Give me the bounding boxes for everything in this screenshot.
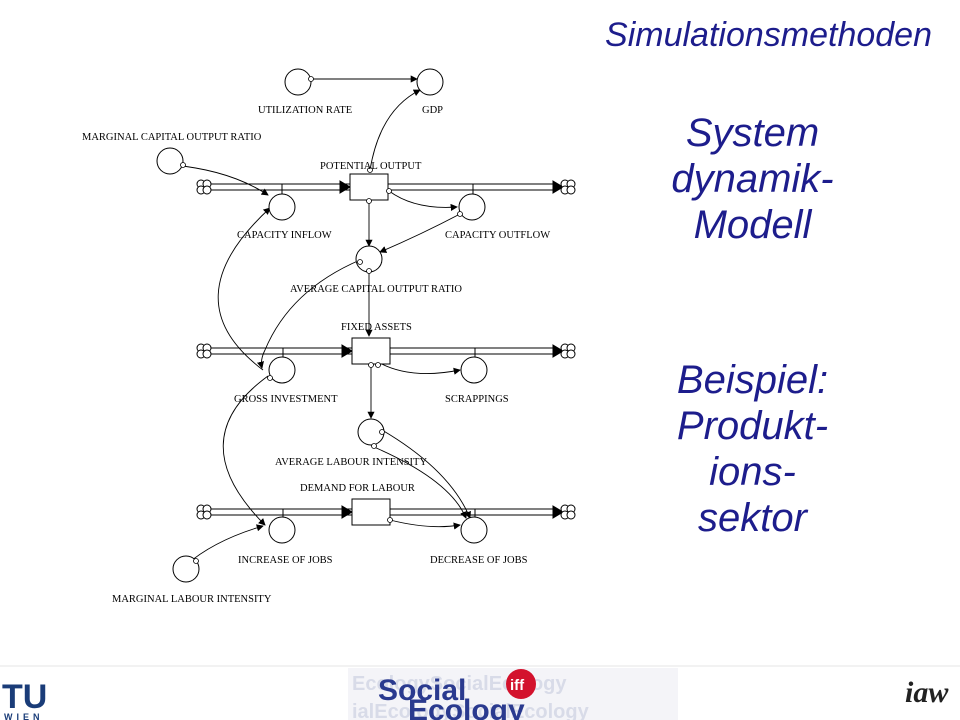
iaw-logo: iaw — [905, 676, 949, 709]
svg-text:ialEcologySocialEcology: ialEcologySocialEcology — [352, 701, 590, 720]
slide-title: Simulationsmethoden — [605, 16, 932, 54]
node-gdp — [416, 68, 444, 96]
example-line: Produkt- — [676, 404, 829, 448]
node-increase-of-jobs — [268, 516, 296, 544]
label-marginal-labour-intensity: MARGINAL LABOUR INTENSITY — [112, 594, 272, 605]
node-utilization-rate — [284, 68, 312, 96]
node-scrappings — [460, 356, 488, 384]
label-scrappings: SCRAPPINGS — [445, 394, 509, 405]
label-increase-of-jobs: INCREASE OF JOBS — [238, 555, 333, 566]
node-capacity-outflow — [458, 193, 486, 221]
tu-wien-logo: TU WIEN — [2, 678, 47, 720]
svg-text:TU: TU — [2, 678, 47, 716]
example-line: Beispiel: — [676, 358, 829, 402]
label-average-labour-intensity: AVERAGE LABOUR INTENSITY — [275, 457, 427, 468]
subtitle-line: System — [685, 111, 820, 155]
example-line: ions- — [709, 450, 796, 494]
cloud-icon — [196, 179, 576, 520]
node-decrease-of-jobs — [460, 516, 488, 544]
node-marginal-labour-intensity — [172, 555, 200, 583]
label-marginal-capital-output-ratio: MARGINAL CAPITAL OUTPUT RATIO — [82, 132, 262, 143]
stock-potential-output — [349, 173, 389, 201]
svg-text:WIEN: WIEN — [4, 712, 44, 720]
subtitle-block: System dynamik- Modell — [630, 110, 875, 248]
label-gdp: GDP — [422, 105, 443, 116]
label-capacity-inflow: CAPACITY INFLOW — [237, 230, 332, 241]
node-gross-investment — [268, 356, 296, 384]
valve-marks — [280, 183, 478, 522]
subtitle-line: Modell — [693, 203, 812, 247]
label-capacity-outflow: CAPACITY OUTFLOW — [445, 230, 550, 241]
label-potential-output: POTENTIAL OUTPUT — [320, 161, 422, 172]
node-marginal-capital-output-ratio — [156, 147, 184, 175]
stock-fixed-assets — [351, 337, 391, 365]
label-decrease-of-jobs: DECREASE OF JOBS — [430, 555, 528, 566]
label-gross-investment: GROSS INVESTMENT — [234, 394, 338, 405]
node-capacity-inflow — [268, 193, 296, 221]
svg-text:iff: iff — [510, 677, 525, 694]
connector-dots — [180, 76, 463, 564]
example-block: Beispiel: Produkt- ions- sektor — [630, 357, 875, 541]
label-fixed-assets: FIXED ASSETS — [341, 322, 412, 333]
label-demand-for-labour: DEMAND FOR LABOUR — [300, 483, 415, 494]
svg-text:Social: Social — [378, 674, 466, 707]
label-utilization-rate: UTILIZATION RATE — [258, 105, 352, 116]
social-ecology-logo: EcologySocialEcology ialEcologySocialEco… — [348, 668, 678, 720]
subtitle-line: dynamik- — [671, 157, 834, 201]
svg-text:Ecology: Ecology — [408, 694, 525, 720]
stock-demand-for-labour — [351, 498, 391, 526]
svg-text:iaw: iaw — [905, 676, 949, 709]
example-line: sektor — [698, 496, 807, 540]
label-average-capital-output-ratio: AVERAGE CAPITAL OUTPUT RATIO — [290, 284, 462, 295]
